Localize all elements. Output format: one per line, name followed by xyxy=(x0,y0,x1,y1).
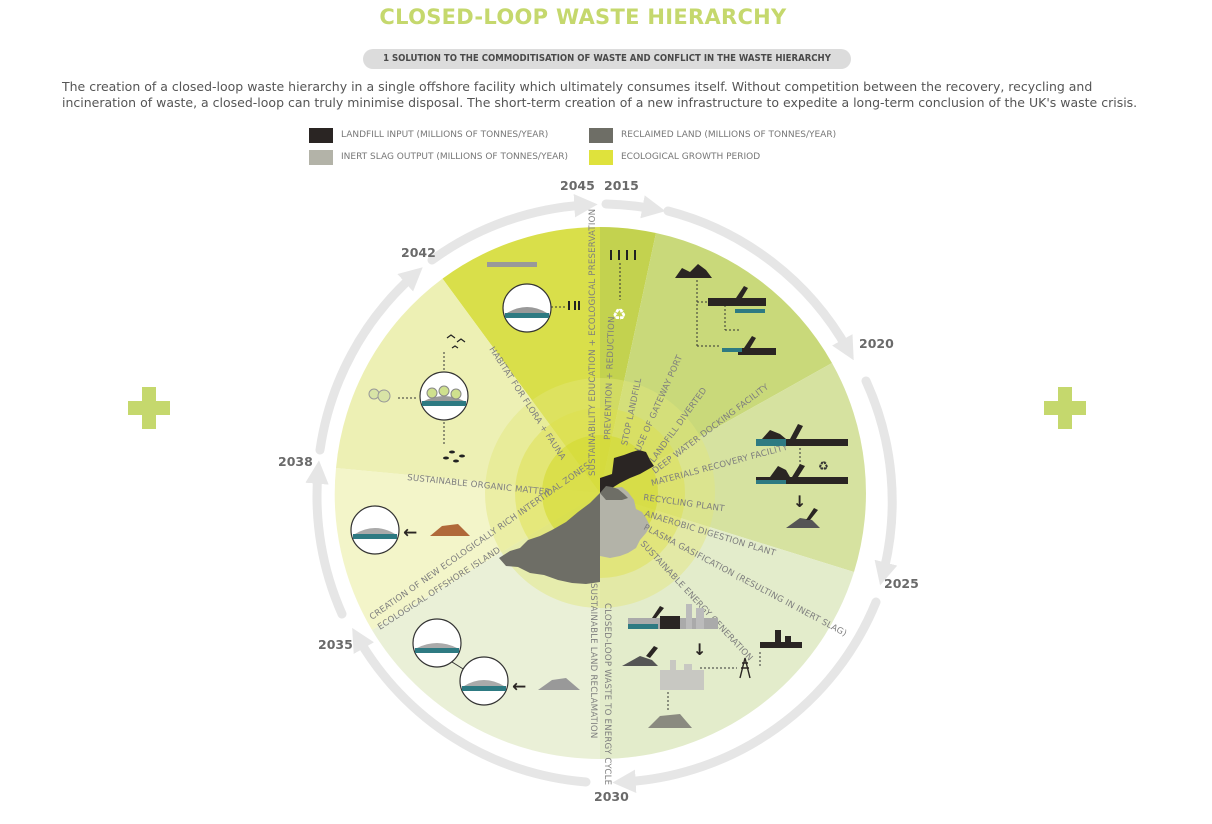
landfill-bar-1 xyxy=(600,450,654,493)
arrow-2042-2045 xyxy=(427,193,598,265)
floating-platform-icon xyxy=(487,262,537,267)
organic-heap-icon xyxy=(430,524,470,536)
legend-swatch-landfill xyxy=(309,128,333,143)
recovery-facility-icon: ♻ xyxy=(756,459,848,484)
legend-label-reclaimed: RECLAIMED LAND (MILLIONS OF TONNES/YEAR) xyxy=(621,130,837,140)
plus-icon-right xyxy=(1044,387,1086,429)
arrow-2038-2042 xyxy=(315,267,423,455)
left-arrow-icon-2: ← xyxy=(403,523,417,543)
year-2025: 2025 xyxy=(884,576,919,591)
slag-bar-1 xyxy=(600,487,650,558)
year-2020: 2020 xyxy=(859,336,894,351)
subtitle-badge: 1 SOLUTION TO THE COMMODITISATION OF WAS… xyxy=(363,49,851,69)
birds-icon xyxy=(446,334,466,349)
sector-2015-prevention xyxy=(600,227,656,493)
sector-2035-2038 xyxy=(334,468,600,630)
arrow-2045-2015 xyxy=(601,195,666,219)
plasma-plant-icon xyxy=(628,604,718,629)
organic-matter-illustration: ← xyxy=(350,505,470,555)
reclaimed-bar-1 xyxy=(499,493,600,584)
fish-icon xyxy=(443,450,465,463)
land-reclamation-illustration: ← xyxy=(412,618,580,706)
legend-swatch-reclaimed xyxy=(589,128,613,143)
reclaimed-bar-2 xyxy=(600,486,628,500)
slag-heap-icon xyxy=(648,714,692,728)
sector-2042-2045 xyxy=(442,226,600,493)
sector-group xyxy=(334,226,866,759)
plus-icon-left xyxy=(128,387,170,429)
energy-generation-illustration: ↓ xyxy=(622,604,802,728)
landfill-port-illustration xyxy=(675,264,776,355)
materials-recovery-illustration: ♻ ↓ xyxy=(756,424,848,528)
page-title: CLOSED-LOOP WASTE HIERARCHY xyxy=(379,5,787,29)
habitat-illustration xyxy=(368,334,469,463)
pylon-icon xyxy=(739,657,751,679)
label-sustainability: SUSTAINABILITY EDUCATION + ECOLOGICAL PR… xyxy=(588,209,598,476)
sector-2025-2030 xyxy=(600,493,854,759)
left-arrow-icon: ← xyxy=(512,677,526,697)
trees-icon xyxy=(610,250,636,260)
arrow-2035-2038 xyxy=(305,460,347,619)
year-2015: 2015 xyxy=(604,178,639,193)
legend-label-slag: INERT SLAG OUTPUT (MILLIONS OF TONNES/YE… xyxy=(341,152,569,162)
down-arrow-icon-2: ↓ xyxy=(693,640,706,659)
year-labels: 2045 2015 2020 2025 2030 2035 2038 2042 xyxy=(278,178,919,804)
landfill-heap-icon xyxy=(675,264,712,278)
legend-swatch-slag xyxy=(309,150,333,165)
year-2035: 2035 xyxy=(318,637,353,652)
island-illustration-2042 xyxy=(487,262,580,333)
people-icon xyxy=(568,301,580,310)
deep-water-dock-icon xyxy=(722,336,776,355)
sector-2038-2042 xyxy=(336,278,600,493)
arrow-2015-2020 xyxy=(663,206,854,361)
year-2045: 2045 xyxy=(560,178,595,193)
recycle-illustration: ♻ xyxy=(610,250,636,324)
reclaimed-heap-icon xyxy=(538,678,580,690)
legend-label-landfill: LANDFILL INPUT (MILLIONS OF TONNES/YEAR) xyxy=(341,130,549,140)
legend-swatch-growth xyxy=(589,150,613,165)
city-skyline-icon xyxy=(760,630,802,648)
year-2038: 2038 xyxy=(278,454,313,469)
label-land-reclamation: SUSTAINABLE LAND RECLAMATION xyxy=(588,583,598,738)
recycle-icon: ♻ xyxy=(612,305,626,324)
tree-icon-in-circle xyxy=(426,385,462,400)
landfill-input-bars xyxy=(600,450,654,493)
year-2030: 2030 xyxy=(594,789,629,804)
recycling-heap-icon xyxy=(786,508,820,528)
arrow-2020-2025 xyxy=(861,376,898,586)
year-2042: 2042 xyxy=(401,245,436,260)
label-prevention: PREVENTION + REDUCTION xyxy=(603,316,617,440)
trees-group-icon xyxy=(368,388,391,403)
docking-facility-icon xyxy=(756,424,848,446)
gasification-plant-icon xyxy=(622,646,704,690)
arrow-2025-2030 xyxy=(612,597,881,794)
sector-2015-2020 xyxy=(600,233,832,493)
legend-label-growth: ECOLOGICAL GROWTH PERIOD xyxy=(621,152,761,162)
timeline-arrow-ring xyxy=(305,193,898,794)
svg-text:♻: ♻ xyxy=(818,459,829,473)
slag-output-bars xyxy=(600,487,650,558)
intro-paragraph: The creation of a closed-loop waste hier… xyxy=(62,79,1138,110)
arrow-2030-2035 xyxy=(352,627,591,787)
gateway-port-icon xyxy=(708,286,766,313)
label-closed-loop: CLOSED-LOOP WASTE TO ENERGY CYCLE xyxy=(602,603,612,785)
down-arrow-icon: ↓ xyxy=(793,492,806,511)
reclaimed-land-bars xyxy=(499,486,628,584)
